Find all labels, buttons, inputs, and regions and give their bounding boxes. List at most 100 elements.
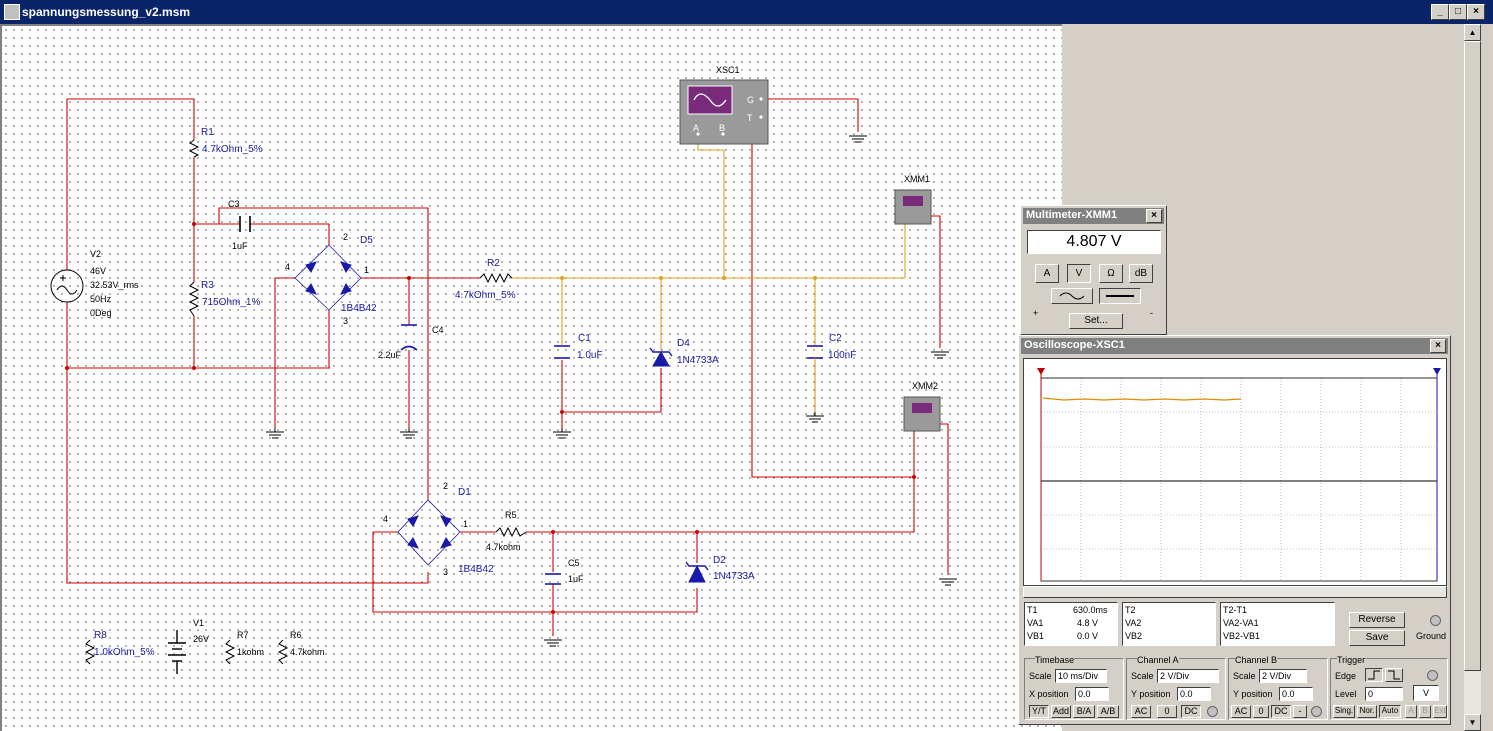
schematic-label: 1B4B42 (341, 303, 377, 314)
trigger-normal-button[interactable]: Nor. (1357, 705, 1377, 718)
minimize-button[interactable]: _ (1431, 4, 1449, 20)
t1-readout: T1 630.0ms VA1 4.8 V VB1 0.0 V (1024, 602, 1118, 646)
schematic-label: D1 (458, 487, 471, 498)
schematic-label: C5 (568, 558, 580, 568)
channel-b-ypos-field[interactable]: 0.0 (1279, 687, 1313, 701)
channel-a-ypos-field[interactable]: 0.0 (1177, 687, 1211, 701)
oscilloscope-screen[interactable] (1023, 358, 1447, 586)
multimeter-plus-label: + (1033, 308, 1039, 318)
channel-b-scale-field[interactable]: 2 V/Div (1259, 669, 1307, 683)
yt-button[interactable]: Y/T (1029, 705, 1049, 718)
schematic-label: 4.7kohm (290, 647, 325, 657)
trigger-single-button[interactable]: Sing. (1333, 705, 1355, 718)
schematic-label: 4.7kohm (486, 542, 521, 552)
trigger-ext-button[interactable]: Ext (1433, 705, 1447, 718)
mode-voltmeter-button[interactable]: V (1067, 264, 1091, 283)
channel-a-ac-button[interactable]: AC (1131, 705, 1151, 718)
channel-a-dc-button[interactable]: DC (1181, 705, 1201, 718)
schematic-label: 4 (383, 514, 388, 524)
close-button[interactable]: × (1467, 4, 1485, 20)
trigger-rising-edge-button[interactable] (1365, 668, 1383, 682)
scroll-thumb[interactable] (1464, 41, 1481, 671)
ground-terminal-icon[interactable] (1430, 615, 1441, 626)
channel-a-zero-button[interactable]: 0 (1157, 705, 1177, 718)
schematic-label: R2 (487, 258, 500, 269)
mode-ohmmeter-button[interactable]: Ω (1099, 264, 1123, 283)
schematic-label: C2 (829, 333, 842, 344)
save-button[interactable]: Save (1349, 630, 1405, 646)
window-titlebar[interactable]: spannungsmessung_v2.msm _ □ × (0, 0, 1493, 24)
channel-b-zero-button[interactable]: 0 (1253, 705, 1269, 718)
timebase-scale-field[interactable]: 10 ms/Div (1055, 669, 1107, 683)
oscilloscope-panel[interactable]: Oscilloscope-XSC1 × T1 630.0ms VA1 4.8 V (1018, 335, 1451, 725)
schematic-label: V2 (90, 249, 101, 259)
multimeter-panel[interactable]: Multimeter-XMM1 × 4.807 V A V Ω dB + - S… (1020, 205, 1167, 335)
trigger-unit-field[interactable]: V (1413, 685, 1439, 701)
channel-a-scale-field[interactable]: 2 V/Div (1157, 669, 1219, 683)
trigger-b-button[interactable]: B (1419, 705, 1431, 718)
schematic-canvas[interactable] (0, 24, 1062, 731)
trigger-auto-button[interactable]: Auto (1379, 705, 1401, 718)
schematic-label: R1 (201, 127, 214, 138)
schematic-label: C3 (228, 199, 240, 209)
schematic-label: 3 (443, 567, 448, 577)
schematic-label: R7 (237, 630, 249, 640)
schematic-label: 1.0uF (577, 350, 603, 361)
schematic-label: 1B4B42 (458, 564, 494, 575)
channel-b-group: Channel B Scale 2 V/Div Y position 0.0 A… (1228, 655, 1328, 720)
multimeter-set-button[interactable]: Set... (1069, 313, 1123, 329)
schematic-drawing: XSC1 A B G T XMM1 XMM2 R1 4.7kOhm_5% R3 … (50, 65, 957, 674)
channel-b-minus-button[interactable]: - (1293, 705, 1307, 718)
trigger-falling-edge-button[interactable] (1385, 668, 1403, 682)
schematic-label: 1 (364, 265, 369, 275)
channel-a-terminal-icon[interactable] (1207, 706, 1218, 717)
vertical-scrollbar[interactable]: ▲ ▼ (1464, 24, 1481, 731)
multimeter-close-button[interactable]: × (1146, 209, 1162, 223)
window-title: spannungsmessung_v2.msm (22, 5, 191, 19)
schematic-label: D2 (713, 555, 726, 566)
maximize-button[interactable]: □ (1449, 4, 1467, 20)
scroll-down-button[interactable]: ▼ (1464, 714, 1481, 731)
reverse-button[interactable]: Reverse (1349, 612, 1405, 628)
xmm2-instrument (903, 396, 941, 432)
timebase-group: Timebase Scale 10 ms/Div X position 0.0 … (1024, 655, 1124, 720)
schematic-label: 1.0kOhm_5% (94, 647, 155, 658)
trigger-a-button[interactable]: A (1405, 705, 1417, 718)
schematic-label: G (747, 95, 754, 105)
schematic-label: 4.7kOhm_5% (202, 144, 263, 155)
timebase-xpos-field[interactable]: 0.0 (1075, 687, 1109, 701)
oscilloscope-titlebar[interactable]: Oscilloscope-XSC1 × (1021, 338, 1448, 354)
dc-mode-button[interactable] (1099, 288, 1141, 304)
schematic-label: C1 (578, 333, 591, 344)
schematic-label: 2 (343, 232, 348, 242)
schematic-label: R5 (505, 510, 517, 520)
xmm1-instrument (894, 189, 932, 225)
xmm2-label: XMM2 (912, 381, 938, 391)
channel-a-group: Channel A Scale 2 V/Div Y position 0.0 A… (1126, 655, 1226, 720)
xsc1-instrument (679, 79, 769, 145)
schematic-label: 50Hz (90, 294, 112, 304)
schematic-label: D5 (360, 235, 373, 246)
scroll-up-button[interactable]: ▲ (1464, 24, 1481, 41)
ac-mode-button[interactable] (1051, 288, 1093, 304)
multimeter-display: 4.807 V (1027, 230, 1161, 254)
schematic-label: R3 (201, 280, 214, 291)
channel-b-ac-button[interactable]: AC (1231, 705, 1251, 718)
channel-b-terminal-icon[interactable] (1311, 706, 1322, 717)
schematic-label: 1N4733A (713, 571, 755, 582)
osc-hscroll[interactable] (1023, 586, 1447, 598)
oscilloscope-plot (1037, 368, 1441, 582)
oscilloscope-close-button[interactable]: × (1430, 339, 1446, 353)
trigger-terminal-icon[interactable] (1427, 670, 1438, 681)
ba-button[interactable]: B/A (1073, 705, 1095, 718)
schematic-label: B (719, 123, 725, 133)
ab-button[interactable]: A/B (1097, 705, 1119, 718)
channel-b-dc-button[interactable]: DC (1271, 705, 1291, 718)
add-button[interactable]: Add (1051, 705, 1071, 718)
multimeter-titlebar[interactable]: Multimeter-XMM1 × (1023, 208, 1164, 224)
t2-readout: T2 VA2 VB2 (1122, 602, 1216, 646)
mode-ammeter-button[interactable]: A (1035, 264, 1059, 283)
trigger-level-field[interactable]: 0 (1365, 687, 1403, 701)
mode-db-button[interactable]: dB (1129, 264, 1153, 283)
schematic-label: 715Ohm_1% (202, 297, 260, 308)
